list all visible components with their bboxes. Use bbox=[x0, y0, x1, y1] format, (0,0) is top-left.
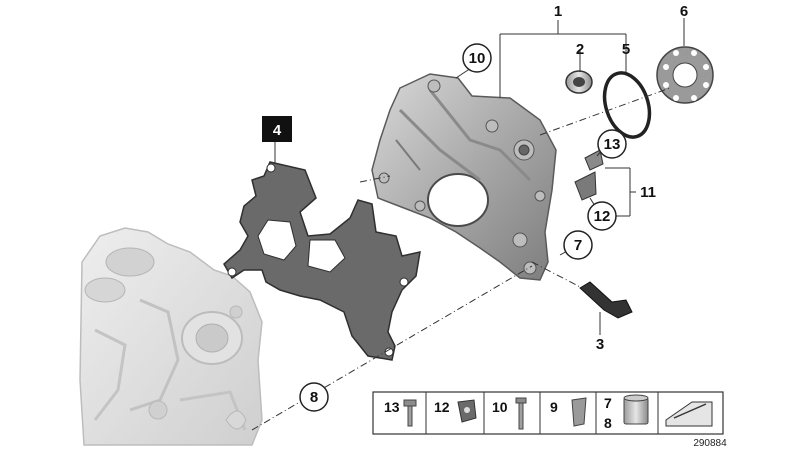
svg-text:7: 7 bbox=[574, 237, 582, 254]
legend-item-13: 13 bbox=[384, 399, 417, 427]
svg-text:8: 8 bbox=[310, 389, 318, 406]
svg-text:1: 1 bbox=[554, 3, 562, 20]
leader-lines bbox=[274, 18, 685, 335]
svg-text:9: 9 bbox=[550, 399, 558, 415]
crankshaft-sensor-3 bbox=[579, 281, 633, 319]
fastener-legend: 13 12 10 9 7 bbox=[372, 391, 724, 435]
engine-block bbox=[79, 227, 263, 446]
svg-text:10: 10 bbox=[492, 399, 508, 415]
svg-text:12: 12 bbox=[434, 399, 450, 415]
svg-text:2: 2 bbox=[576, 41, 584, 58]
callout-5: 5 bbox=[622, 41, 630, 58]
svg-text:6: 6 bbox=[680, 3, 688, 20]
callout-10: 10 bbox=[462, 43, 492, 73]
legend-item-10: 10 bbox=[492, 397, 527, 430]
shaft-seal-2 bbox=[565, 70, 593, 94]
callout-2: 2 bbox=[576, 41, 584, 58]
callout-1: 1 bbox=[554, 3, 562, 20]
gasket-4 bbox=[223, 161, 421, 361]
timing-case-cover bbox=[371, 73, 557, 281]
sleeve-icon bbox=[623, 394, 649, 425]
callout-4: 4 bbox=[262, 116, 292, 142]
legend-item-9: 9 bbox=[550, 397, 587, 427]
callout-13: 13 bbox=[597, 129, 627, 159]
diagram-code: 290884 bbox=[693, 438, 727, 449]
bolt-icon bbox=[403, 399, 417, 427]
svg-text:3: 3 bbox=[596, 336, 604, 353]
callout-3: 3 bbox=[596, 336, 604, 353]
screw-icon bbox=[515, 397, 527, 430]
legend-item-12: 12 bbox=[434, 399, 477, 423]
o-ring-5 bbox=[602, 71, 652, 139]
assembly-lines bbox=[251, 87, 671, 431]
legend-item-7-8: 7 8 bbox=[604, 394, 649, 431]
sensor-wheel-6 bbox=[656, 46, 714, 104]
dowel-icon bbox=[571, 397, 587, 427]
svg-text:7: 7 bbox=[604, 395, 612, 411]
svg-text:11: 11 bbox=[640, 184, 656, 201]
bracket-11 bbox=[574, 149, 604, 201]
svg-text:10: 10 bbox=[469, 50, 486, 67]
clip-nut-icon bbox=[457, 399, 477, 423]
callout-12: 12 bbox=[587, 201, 617, 231]
callout-6: 6 bbox=[680, 3, 688, 20]
svg-text:4: 4 bbox=[273, 122, 282, 139]
svg-text:13: 13 bbox=[604, 136, 621, 153]
svg-text:8: 8 bbox=[604, 415, 612, 431]
callout-7: 7 bbox=[563, 230, 593, 260]
callout-11: 11 bbox=[640, 184, 656, 201]
callout-8: 8 bbox=[299, 382, 329, 412]
svg-text:13: 13 bbox=[384, 399, 400, 415]
svg-text:5: 5 bbox=[622, 41, 630, 58]
svg-text:12: 12 bbox=[594, 208, 611, 225]
gasket-symbol-icon bbox=[665, 401, 713, 427]
